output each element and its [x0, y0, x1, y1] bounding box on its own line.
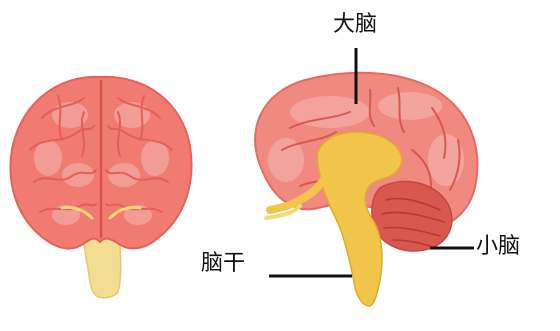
brainstem-label: 脑干 [201, 253, 245, 275]
cerebellum-label: 小脑 [476, 236, 520, 258]
front-view-brain [10, 77, 191, 298]
cerebrum-label: 大脑 [333, 14, 377, 36]
sagittal-view-brain [255, 73, 477, 306]
